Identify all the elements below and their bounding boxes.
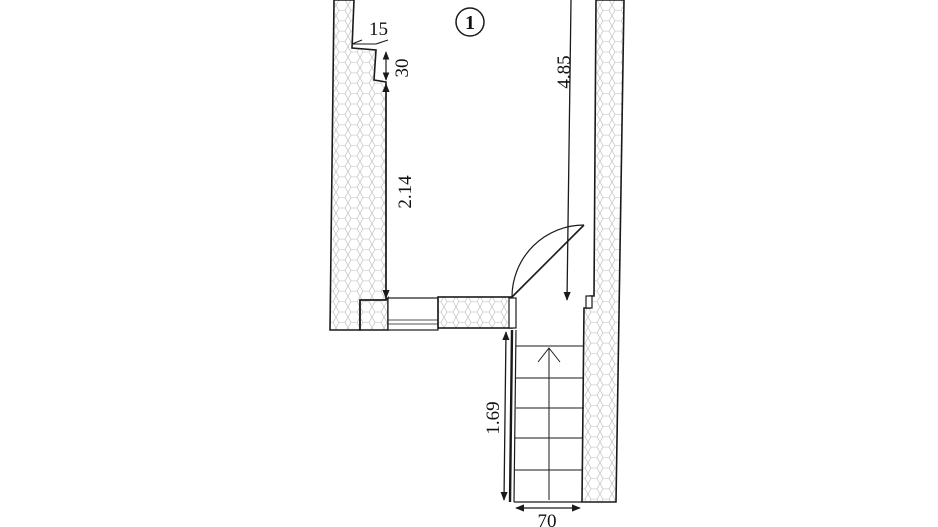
dim-niche-height-label: 30 [392,59,413,78]
bottom-wall-middle [437,296,517,329]
stair-direction-arrow [537,347,561,500]
bottom-wall-left [359,296,439,331]
dim-room-length: 4.85 [554,0,575,301]
door-swing [511,224,585,298]
dim-stair-length-label: 1.69 [483,401,504,434]
dim-wall-left-label: 2.14 [395,175,416,209]
room-number-label: 1 [465,12,475,34]
dim-stair-width-label: 70 [538,511,557,527]
window-opening [387,297,439,331]
dim-niche-depth-label: 15 [369,19,388,40]
dim-niche-depth: 15 [351,19,389,45]
dim-stair-width: 70 [515,504,581,527]
staircase [508,329,584,503]
right-wall [581,0,625,503]
dim-wall-left: 2.14 [382,83,416,299]
room-number-marker: 1 [455,7,485,37]
dim-niche-height: 30 [382,51,413,81]
dim-room-length-label: 4.85 [554,55,575,88]
dim-stair-length: 1.69 [483,331,510,501]
left-wall [329,0,387,331]
